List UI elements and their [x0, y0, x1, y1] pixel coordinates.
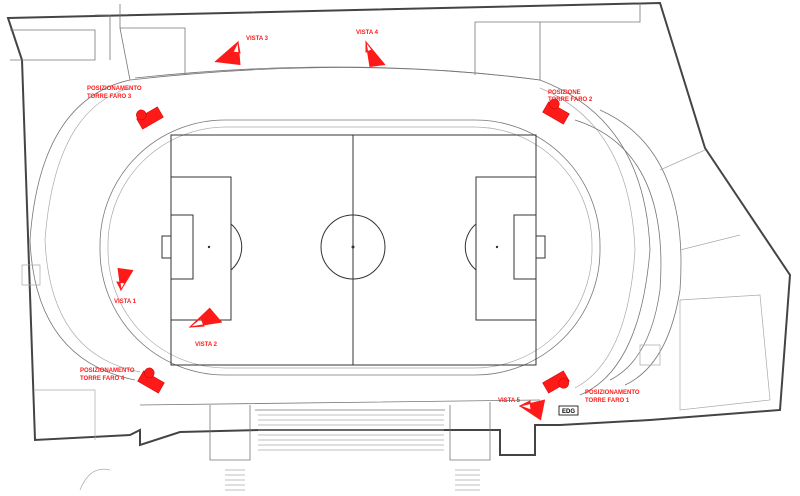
light-tower-3 [136, 106, 164, 130]
view-arrow-4: VISTA 4 [356, 30, 386, 68]
light-tower-2 [542, 98, 570, 125]
view-arrow-1: VISTA 1 [114, 267, 137, 305]
football-pitch [161, 134, 546, 366]
tower-3-label-1: POSIZIONAMENTO [87, 86, 142, 92]
tower-1-label-1: POSIZIONAMENTO [585, 390, 640, 396]
bottom-stand [139, 399, 541, 461]
tower-4-label-2: TORRE FARO 4 [80, 376, 125, 382]
view-arrow-3: VISTA 3 [214, 36, 269, 66]
svg-text:VISTA 5: VISTA 5 [498, 398, 521, 404]
light-tower-4 [137, 367, 165, 394]
edg-box [558, 405, 579, 416]
tower-1-label-2: TORRE FARO 1 [585, 398, 630, 404]
tower-2-label-1: POSIZIONE [548, 90, 581, 96]
svg-text:VISTA 3: VISTA 3 [246, 36, 269, 42]
site-boundary [6, 1, 792, 456]
tower-3-label-2: TORRE FARO 3 [87, 94, 132, 100]
svg-text:VISTA 2: VISTA 2 [195, 342, 218, 348]
running-track [99, 119, 601, 376]
svg-text:VISTA 4: VISTA 4 [356, 30, 379, 36]
edg-label: EDG [562, 409, 575, 415]
view-arrow-5: VISTA 5 [498, 398, 546, 421]
svg-text:VISTA 1: VISTA 1 [114, 299, 137, 305]
tower-2-label-2: TORRE FARO 2 [548, 97, 593, 103]
tower-4-label-1: POSIZIONAMENTO [80, 368, 135, 374]
outer-track [29, 79, 651, 396]
light-tower-1 [542, 370, 570, 394]
view-arrow-2: VISTA 2 [188, 307, 223, 348]
